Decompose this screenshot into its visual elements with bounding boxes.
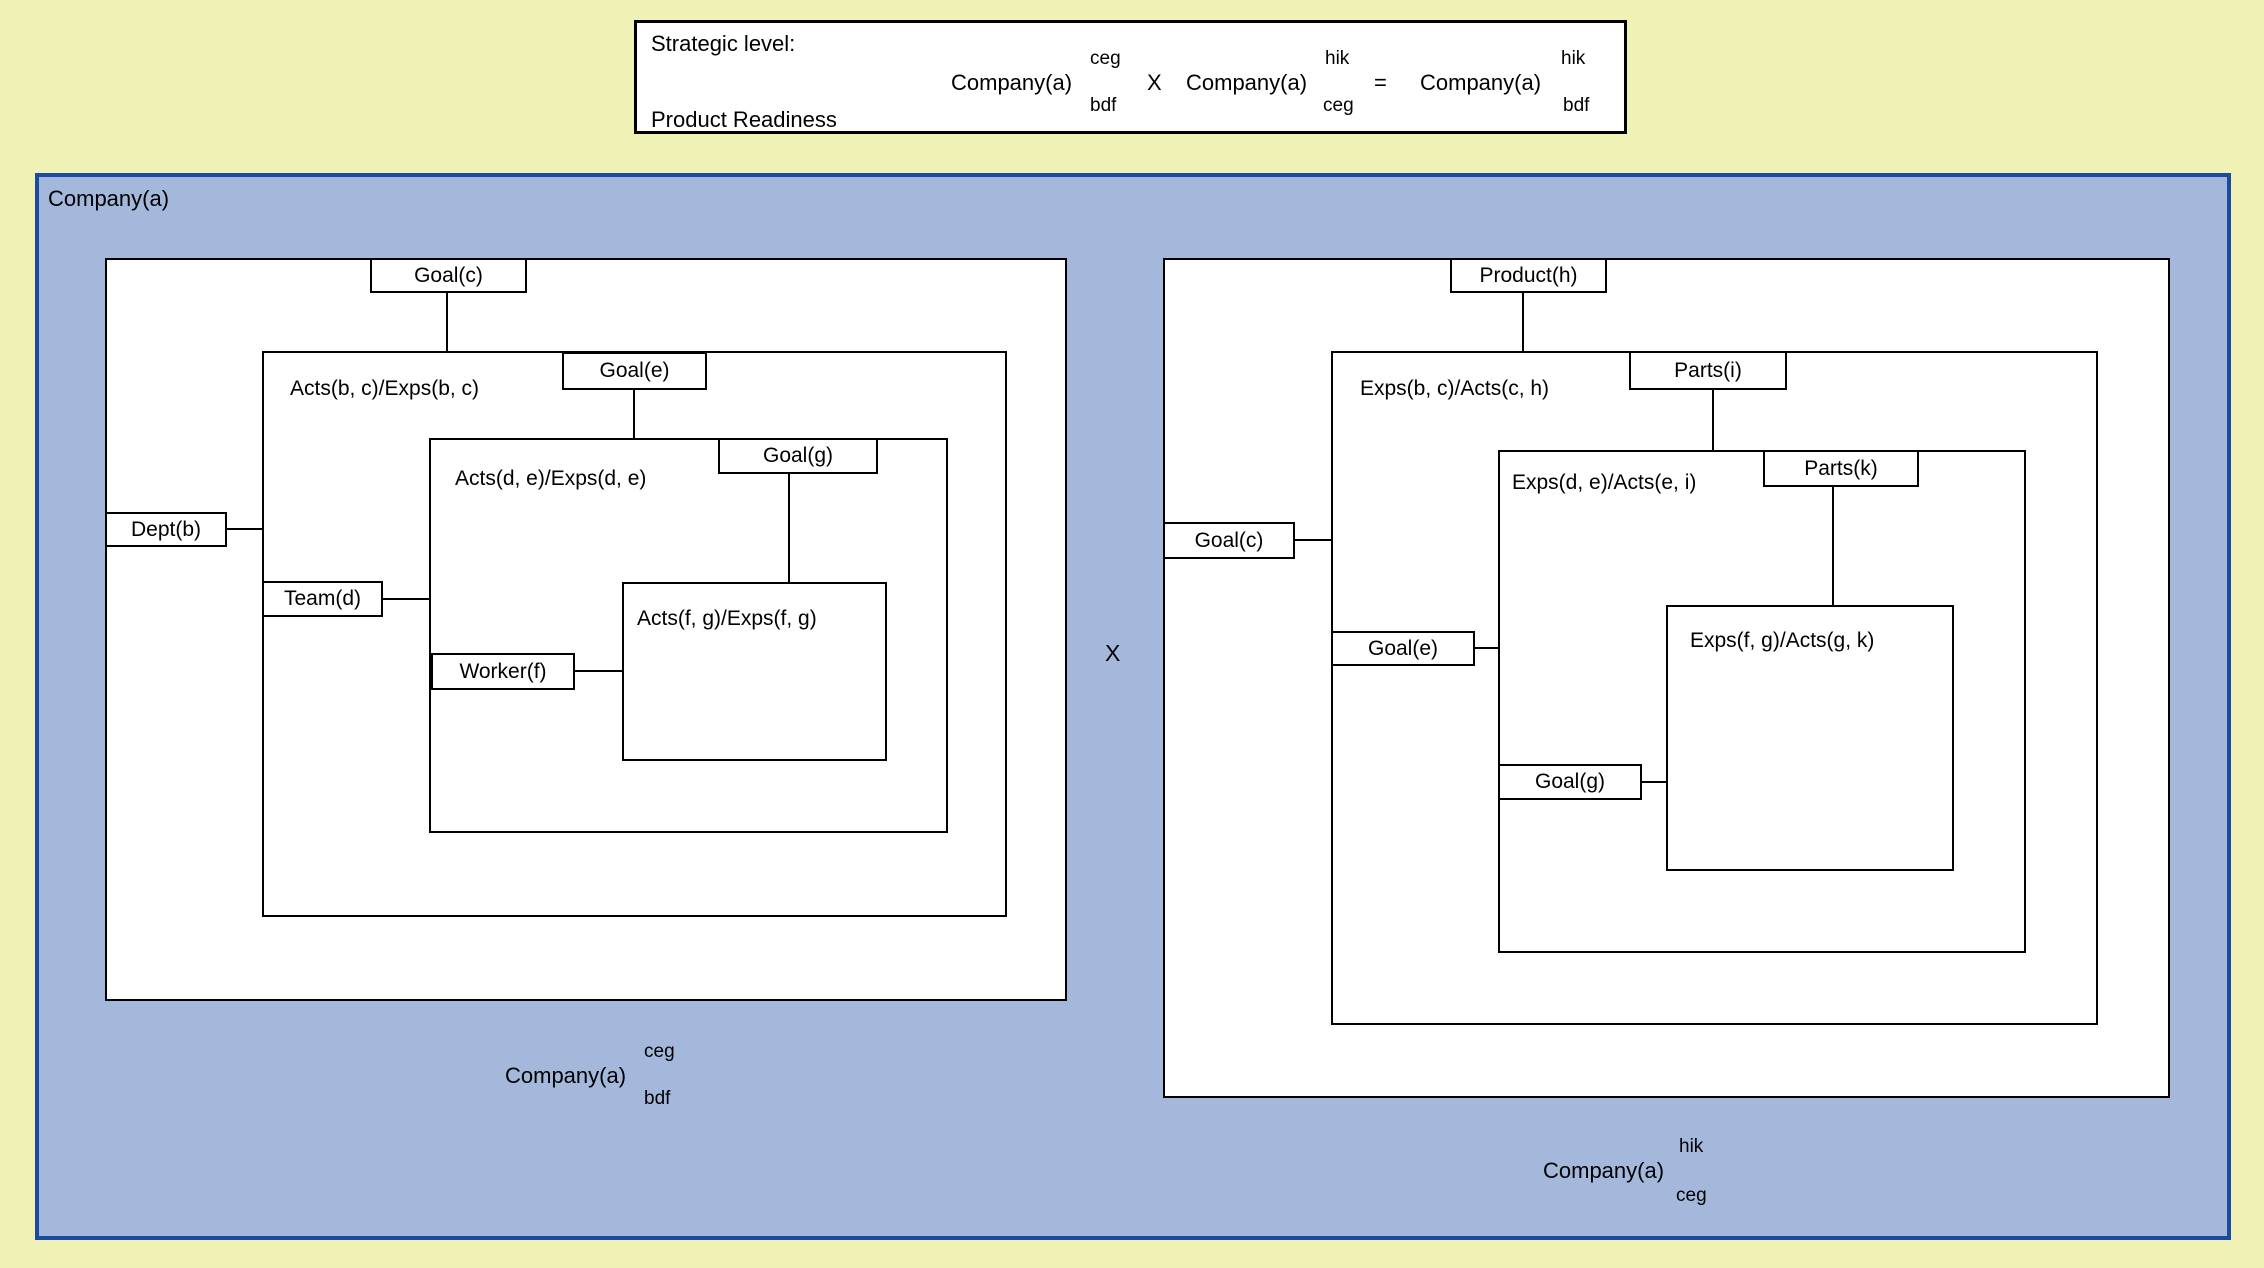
equation-rhs-subscript: bdf	[1563, 95, 1590, 116]
product-parts-i-box: Parts(i)	[1629, 351, 1787, 390]
equation-equals-operator: =	[1374, 70, 1387, 95]
connector-goalg-to-level4	[788, 474, 790, 582]
org-level4-box	[622, 582, 887, 761]
org-caption-superscript: ceg	[644, 1041, 675, 1062]
strategic-level-panel: Strategic level: Product Readiness Compa…	[634, 20, 1627, 134]
org-worker-f-box: Worker(f)	[431, 653, 575, 690]
product-h-box: Product(h)	[1450, 258, 1607, 293]
strategic-level-title: Strategic level:	[651, 31, 796, 56]
org-level4-label: Acts(f, g)/Exps(f, g)	[637, 607, 817, 630]
org-team-d-box: Team(d)	[262, 581, 383, 617]
product-caption-base: Company(a)	[1543, 1158, 1665, 1183]
connector-teamd-to-level3	[383, 598, 429, 600]
org-goal-e-box: Goal(e)	[562, 352, 707, 390]
company-container-label: Company(a)	[48, 186, 170, 211]
org-caption-base: Company(a)	[505, 1063, 627, 1088]
equation-mid-base: Company(a)	[1186, 70, 1308, 95]
org-goal-g-box: Goal(g)	[718, 438, 878, 474]
product-goal-c-box: Goal(c)	[1163, 522, 1295, 559]
product-goal-g-box: Goal(g)	[1498, 764, 1642, 800]
equation-mid-subscript: ceg	[1323, 95, 1354, 116]
connector-goalc-to-level2-right	[1295, 539, 1331, 541]
product-caption-subscript: ceg	[1676, 1185, 1707, 1206]
product-goal-e-box: Goal(e)	[1331, 631, 1475, 666]
connector-partsk-to-level4	[1832, 487, 1834, 605]
connector-goale-to-level3	[633, 389, 635, 438]
equation-lhs-superscript: ceg	[1090, 48, 1121, 69]
product-readiness-label: Product Readiness	[651, 107, 837, 132]
product-level3-label: Exps(d, e)/Acts(e, i)	[1512, 471, 1697, 494]
product-parts-k-box: Parts(k)	[1763, 450, 1919, 487]
equation-rhs-superscript: hik	[1561, 48, 1586, 69]
equation-lhs-base: Company(a)	[951, 70, 1073, 95]
equation-times-operator: X	[1147, 70, 1162, 95]
connector-goalc-to-level2	[446, 293, 448, 351]
connector-producth-to-level2	[1522, 293, 1524, 351]
connector-goale-to-level3-right	[1475, 647, 1498, 649]
product-level4-label: Exps(f, g)/Acts(g, k)	[1690, 629, 1875, 652]
connector-workerf-to-level4	[575, 670, 622, 672]
org-dept-b-box: Dept(b)	[105, 512, 227, 547]
equation-mid-superscript: hik	[1325, 48, 1350, 69]
product-level4-box	[1666, 605, 1954, 871]
org-level3-label: Acts(d, e)/Exps(d, e)	[455, 467, 647, 490]
product-level2-label: Exps(b, c)/Acts(c, h)	[1360, 377, 1550, 400]
connector-deptb-to-level2	[227, 528, 262, 530]
org-level2-label: Acts(b, c)/Exps(b, c)	[290, 377, 480, 400]
org-goal-c-box: Goal(c)	[370, 258, 527, 293]
connector-goalg-to-level4-right	[1642, 781, 1666, 783]
product-caption-superscript: hik	[1679, 1136, 1704, 1157]
equation-lhs-subscript: bdf	[1090, 95, 1117, 116]
connector-partsi-to-level3	[1712, 390, 1714, 450]
org-caption-subscript: bdf	[644, 1088, 671, 1109]
equation-rhs-base: Company(a)	[1420, 70, 1542, 95]
multiply-operator: X	[1105, 640, 1121, 666]
